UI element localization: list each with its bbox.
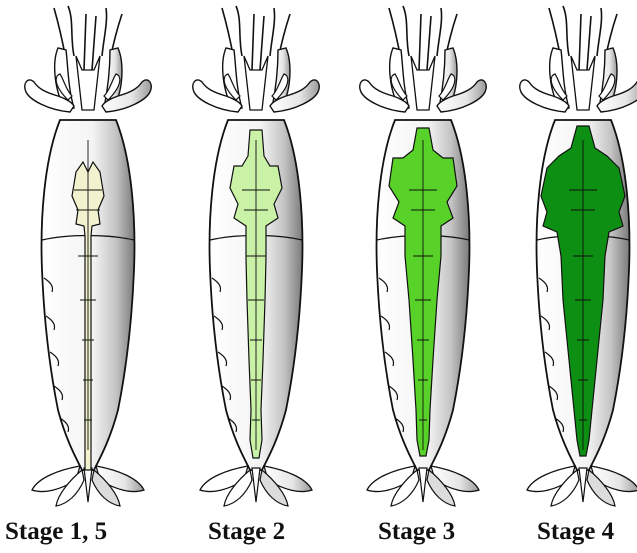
stage-label: Stage 1, 5 — [5, 517, 107, 547]
shrimp-stage-1-5 — [25, 6, 152, 506]
shrimp-stage-2 — [193, 6, 320, 506]
stage-label: Stage 3 — [378, 517, 455, 547]
shrimp-stage-3 — [360, 6, 487, 506]
shrimp-stage-4 — [520, 6, 637, 506]
stage-label: Stage 4 — [537, 517, 614, 547]
stage-label: Stage 2 — [208, 517, 285, 547]
